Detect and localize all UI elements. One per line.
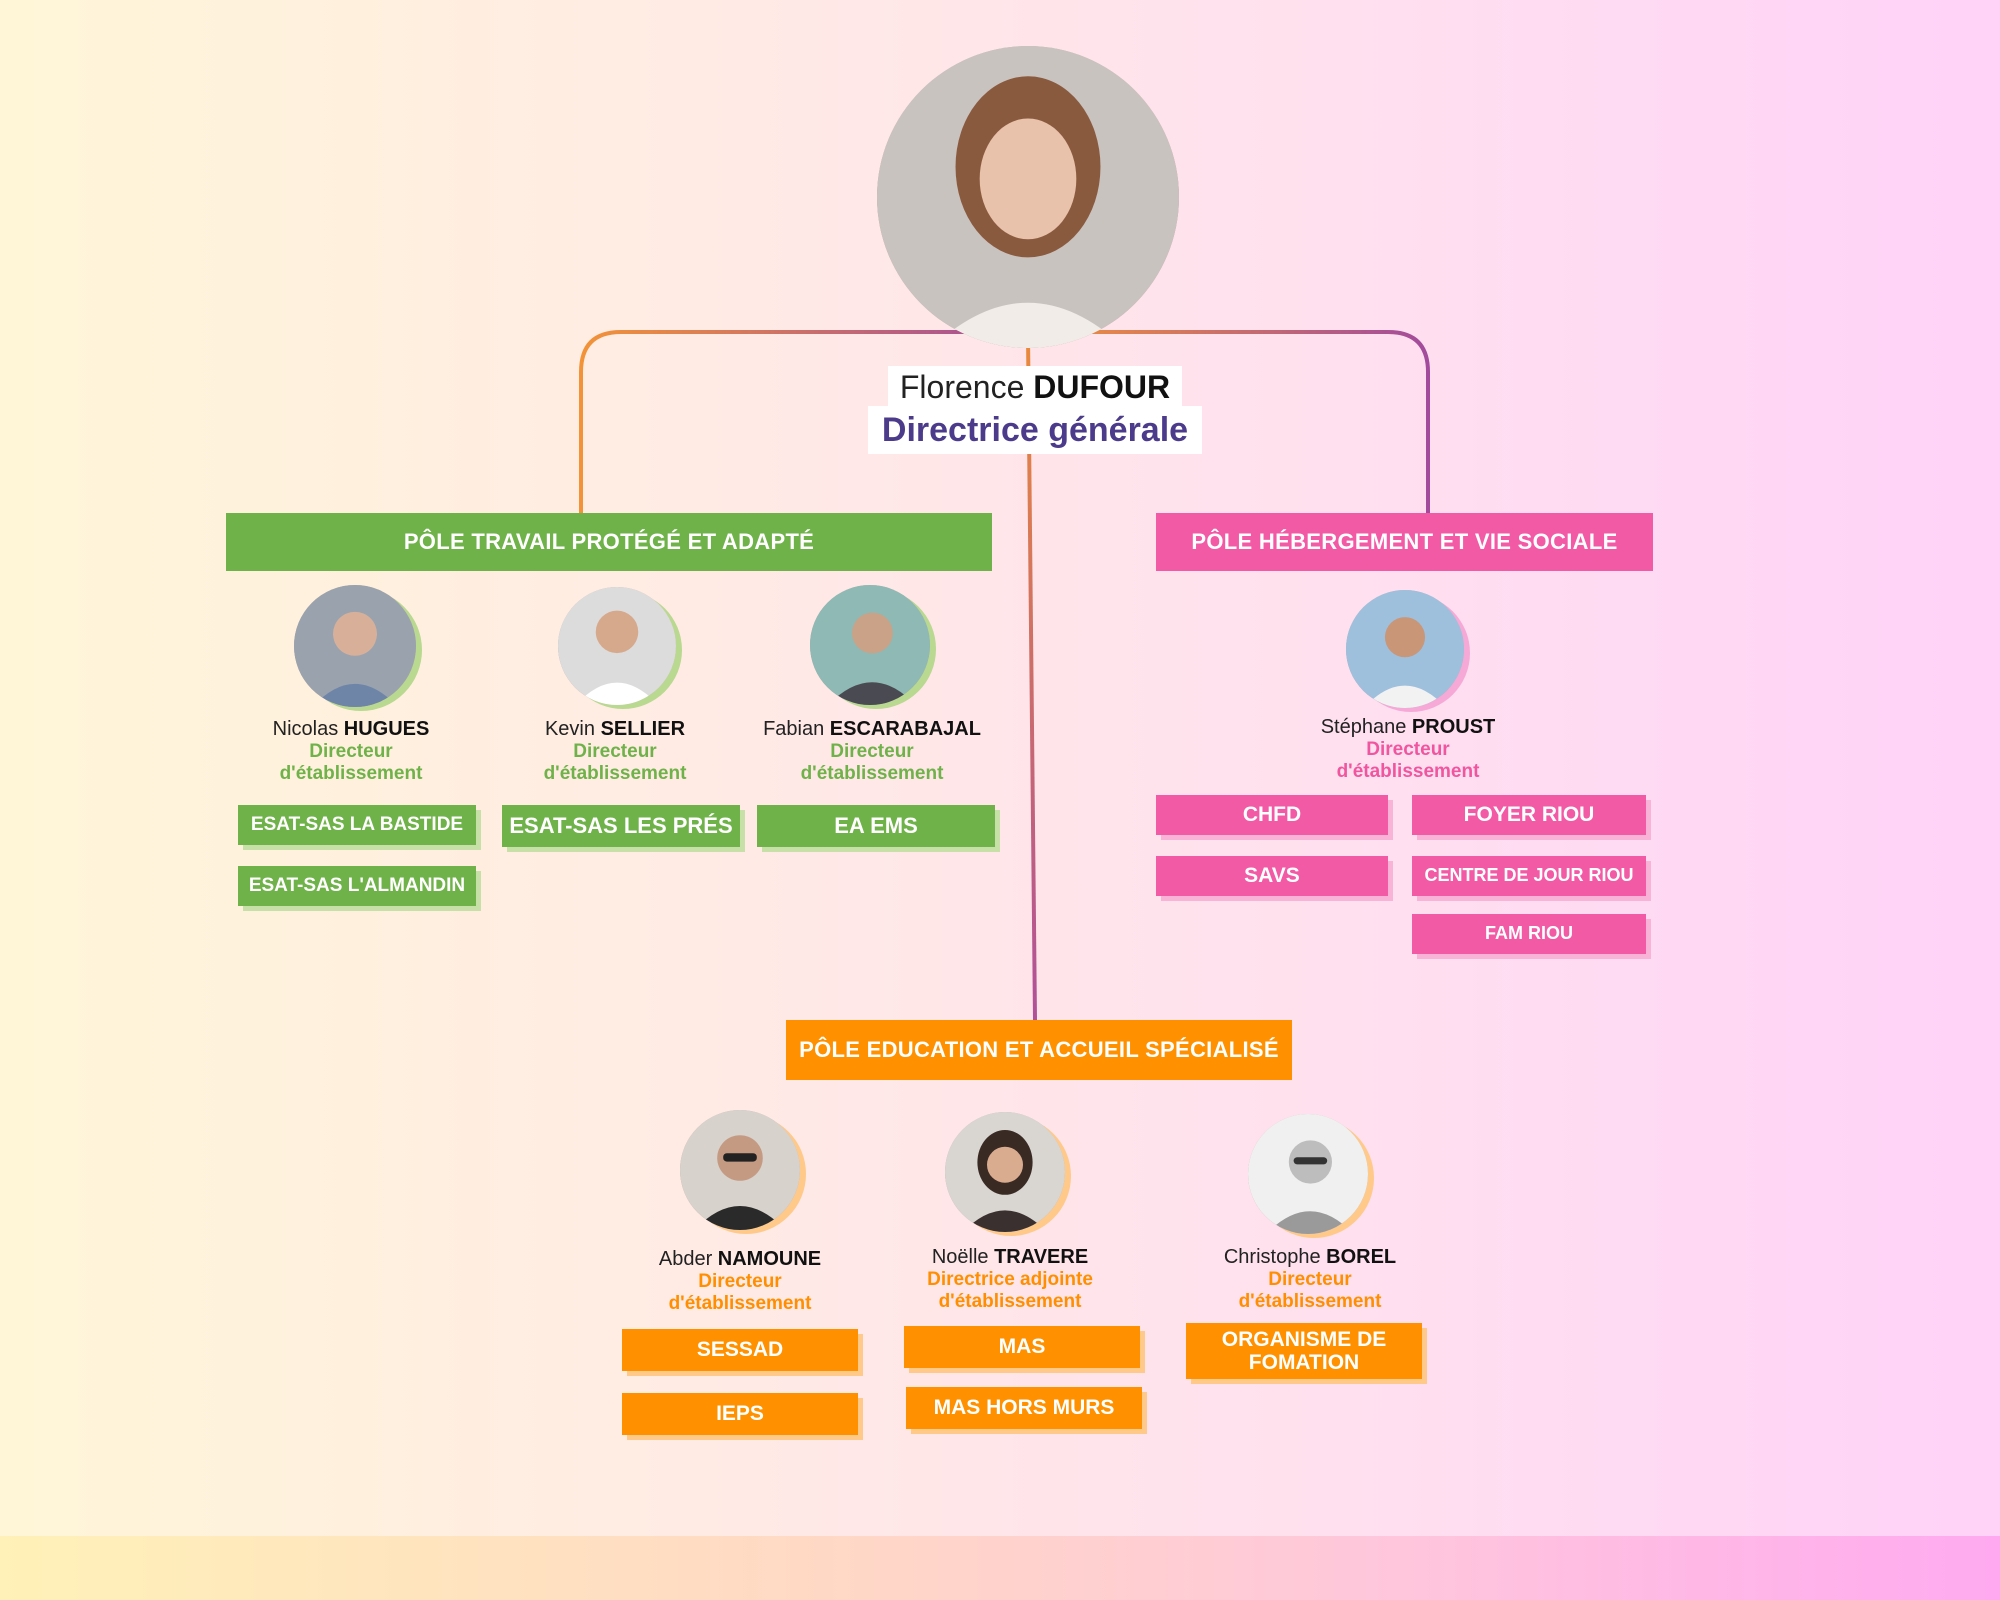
person-christophe-borel: Christophe BOREL Directeur d'établisseme… [1190, 1246, 1430, 1313]
person-role: Directeur [573, 741, 657, 762]
connector-right [1026, 330, 1430, 513]
person-name: Stéphane PROUST [1320, 716, 1496, 738]
person-name: Christophe BOREL [1223, 1246, 1397, 1268]
avatar-kevin-sellier [558, 587, 676, 705]
unit-foyer-riou: FOYER RIOU [1412, 795, 1646, 835]
avatar-stephane-proust [1346, 590, 1464, 708]
avatar-abder-namoune [680, 1110, 800, 1230]
portrait-icon [810, 585, 930, 705]
unit-ea-ems: EA EMS [757, 805, 995, 847]
unit-centre-de-jour-riou: CENTRE DE JOUR RIOU [1412, 856, 1646, 896]
person-name: Noëlle TRAVERE [931, 1246, 1089, 1268]
person-kevin-sellier: Kevin SELLIER Directeur d'établissement [495, 718, 735, 785]
ceo-role: Directrice générale [868, 406, 1202, 454]
person-fabian-escarabajal: Fabian ESCARABAJAL Directeur d'établisse… [752, 718, 992, 785]
person-role: d'établissement [1238, 1290, 1382, 1312]
person-stephane-proust: Stéphane PROUST Directeur d'établissemen… [1288, 716, 1528, 783]
pole-hebergement-header: PÔLE HÉBERGEMENT ET VIE SOCIALE [1156, 513, 1653, 571]
person-name: Nicolas HUGUES [272, 718, 430, 740]
person-role: d'établissement [800, 762, 944, 784]
person-role: d'établissement [668, 1292, 812, 1314]
person-role: Directeur [830, 741, 914, 762]
portrait-icon [1248, 1114, 1368, 1234]
portrait-icon [945, 1112, 1065, 1232]
portrait-icon [877, 46, 1179, 348]
unit-line: ORGANISME DE [1221, 1327, 1387, 1351]
person-role: Directeur [698, 1271, 782, 1292]
person-role: Directeur [1268, 1269, 1352, 1290]
unit-organisme-de-formation: ORGANISME DE FOMATION [1186, 1323, 1422, 1379]
person-role: Directeur [309, 741, 393, 762]
person-role: Directeur [1366, 739, 1450, 760]
pole-education-header: PÔLE EDUCATION ET ACCUEIL SPÉCIALISÉ [786, 1020, 1292, 1080]
bottom-band [0, 1536, 2000, 1600]
unit-fam-riou: FAM RIOU [1412, 914, 1646, 954]
avatar-nicolas-hugues [294, 585, 416, 707]
person-name: Kevin SELLIER [544, 718, 686, 740]
ceo-name: Florence DUFOUR [888, 366, 1182, 408]
unit-ieps: IEPS [622, 1393, 858, 1435]
person-abder-namoune: Abder NAMOUNE Directeur d'établissement [620, 1248, 860, 1315]
unit-mas-hors-murs: MAS HORS MURS [906, 1387, 1142, 1429]
unit-mas: MAS [904, 1326, 1140, 1368]
unit-chfd: CHFD [1156, 795, 1388, 835]
portrait-icon [558, 587, 676, 705]
person-name: Fabian ESCARABAJAL [763, 718, 981, 740]
person-nicolas-hugues: Nicolas HUGUES Directeur d'établissement [231, 718, 471, 785]
person-role: d'établissement [543, 762, 687, 784]
person-role: d'établissement [279, 762, 423, 784]
ceo-avatar [877, 46, 1179, 348]
person-role: Directrice adjointe [927, 1269, 1093, 1290]
person-name: Abder NAMOUNE [658, 1248, 822, 1270]
portrait-icon [680, 1110, 800, 1230]
portrait-icon [294, 585, 416, 707]
unit-savs: SAVS [1156, 856, 1388, 896]
avatar-christophe-borel [1248, 1114, 1368, 1234]
pole-travail-header: PÔLE TRAVAIL PROTÉGÉ ET ADAPTÉ [226, 513, 992, 571]
unit-sessad: SESSAD [622, 1329, 858, 1371]
connector-left [579, 330, 1028, 513]
unit-esat-sas-lalmandin: ESAT-SAS L'ALMANDIN [238, 866, 476, 906]
portrait-icon [1346, 590, 1464, 708]
person-noelle-travere: Noëlle TRAVERE Directrice adjointe d'éta… [870, 1246, 1150, 1313]
person-role: d'établissement [1336, 760, 1480, 782]
unit-esat-sas-la-bastide: ESAT-SAS LA BASTIDE [238, 805, 476, 845]
avatar-noelle-travere [945, 1112, 1065, 1232]
avatar-fabian-escarabajal [810, 585, 930, 705]
unit-esat-sas-les-pres: ESAT-SAS LES PRÉS [502, 805, 740, 847]
person-role: d'établissement [938, 1290, 1082, 1312]
unit-line: FOMATION [1248, 1351, 1360, 1374]
